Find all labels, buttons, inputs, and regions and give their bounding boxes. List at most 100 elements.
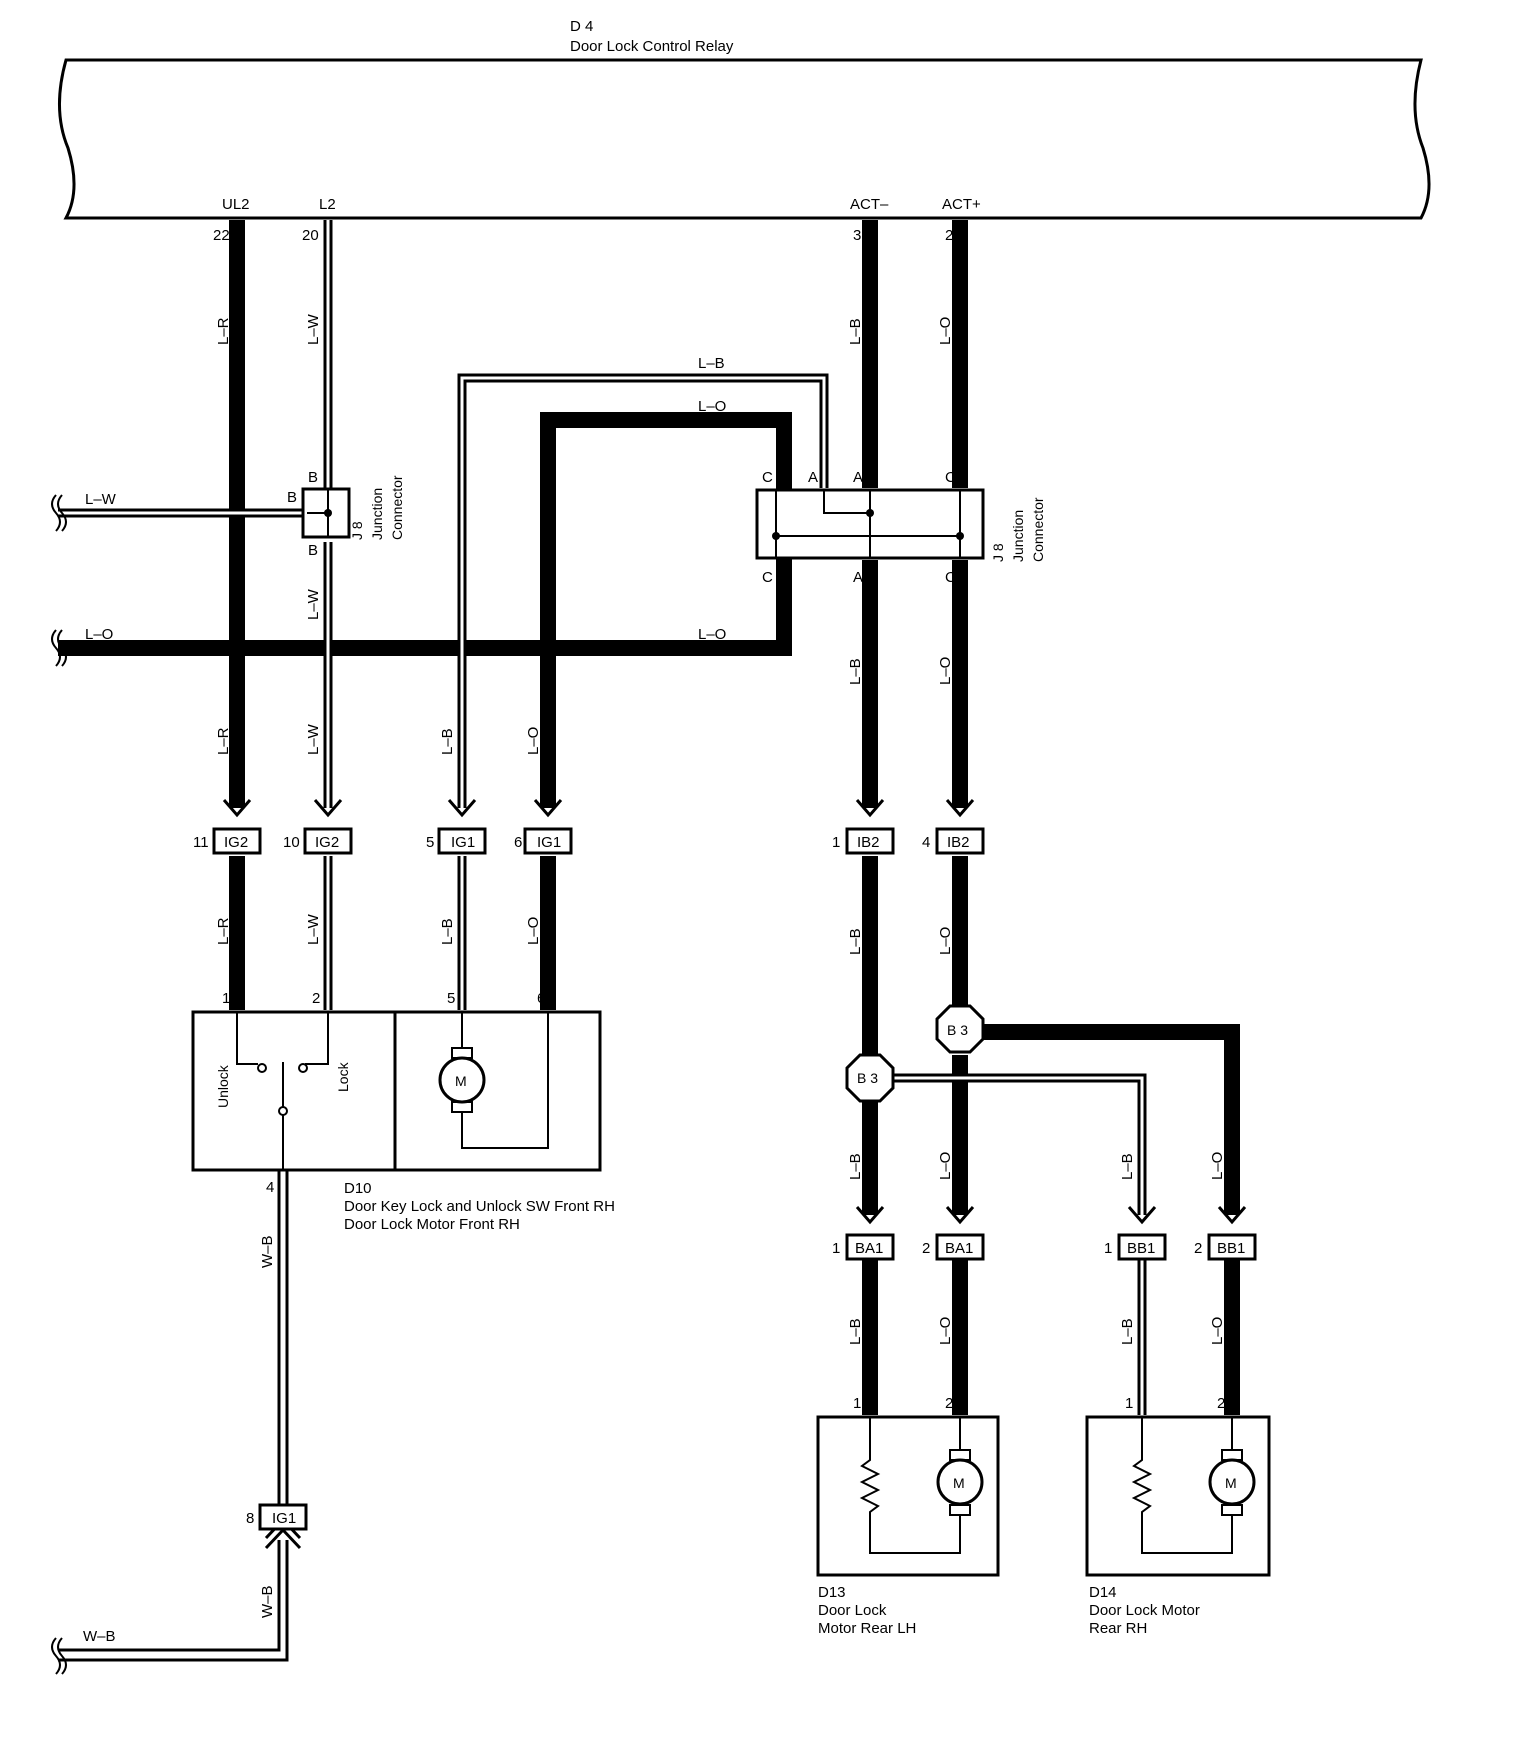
jr-pin-a1: A xyxy=(808,469,818,486)
connector-ig1-6-label: IG1 xyxy=(537,834,561,851)
connector-ba1-2: BA1 2 xyxy=(922,1233,985,1261)
d13-pin-1: 1 xyxy=(853,1395,861,1412)
pin-num-20: 20 xyxy=(302,227,319,244)
jl-label-2: Junction xyxy=(369,488,385,540)
d13-id: D13 xyxy=(818,1584,846,1601)
wire-label-lr-3: L–R xyxy=(215,727,232,755)
d10-lock-label: Lock xyxy=(335,1061,351,1092)
wire-label-lo-8: L–O xyxy=(937,1317,954,1345)
jr-label-2: Junction xyxy=(1010,510,1026,562)
connector-ib2-1-num: 1 xyxy=(832,834,840,851)
connector-bb1-2: BB1 2 xyxy=(1194,1233,1257,1261)
jl-pin-b-top: B xyxy=(308,469,318,486)
connector-ib2-4-label: IB2 xyxy=(947,834,970,851)
connector-ba1-1-num: 1 xyxy=(832,1240,840,1257)
connector-ba1-2-num: 2 xyxy=(922,1240,930,1257)
connector-bb1-2-label: BB1 xyxy=(1217,1240,1245,1257)
splice-b3-upper: B 3 xyxy=(935,1004,985,1054)
relay-name: Door Lock Control Relay xyxy=(570,38,734,55)
connector-ig2-10-num: 10 xyxy=(283,834,300,851)
connector-ig2-11-label: IG2 xyxy=(224,834,248,851)
d13-pin-2: 2 xyxy=(945,1395,953,1412)
component-d13: 1 2 M D13 Door Lock Motor Rear LH xyxy=(816,1395,1000,1637)
d10-pin-6: 6 xyxy=(537,990,545,1007)
wire-label-lb-8: L–B xyxy=(847,1318,864,1345)
d14-resistor-icon xyxy=(1131,1417,1233,1554)
wire-label-lb-6: L–B xyxy=(847,1153,864,1180)
wire-label-lw-4: L–W xyxy=(305,913,322,945)
connector-ba1-1: BA1 1 xyxy=(832,1233,895,1261)
wire-label-lo-9: L–O xyxy=(1209,1317,1226,1345)
wire-label-lo-3: L–O xyxy=(525,727,542,755)
d10-motor-icon xyxy=(438,1056,486,1104)
connector-ib2-1: IB2 1 xyxy=(832,827,895,855)
wire-label-lb-5: L–B xyxy=(847,928,864,955)
wire-label-lo-top: L–O xyxy=(698,398,726,415)
wire-label-lo-bus: L–O xyxy=(698,626,726,643)
wire-label-lo-4: L–O xyxy=(525,917,542,945)
pin-num-3: 3 xyxy=(853,227,861,244)
d10-unlock-label: Unlock xyxy=(215,1064,231,1108)
junction-connector-right: C A A C C A C J 8 Junction Connector xyxy=(755,469,1046,586)
wire-break-marks xyxy=(51,494,67,1675)
jr-pin-c3: C xyxy=(762,569,773,586)
wire-wb xyxy=(58,1170,302,1662)
wire-label-lo-6: L–O xyxy=(937,1152,954,1180)
d10-pin-4: 4 xyxy=(266,1179,274,1196)
d10-line2: Door Lock Motor Front RH xyxy=(344,1216,520,1233)
splice-b3-upper-label: B 3 xyxy=(947,1022,968,1038)
connector-ib2-4-num: 4 xyxy=(922,834,930,851)
pin-name-l2: L2 xyxy=(319,196,336,213)
pin-name-act-plus: ACT+ xyxy=(942,196,981,213)
wire-label-lr-4: L–R xyxy=(215,917,232,945)
connector-ig1-8-label: IG1 xyxy=(272,1510,296,1527)
jr-label-1: J 8 xyxy=(990,543,1006,562)
d13-motor-icon xyxy=(936,1458,984,1506)
wire-label-lr-1: L–R xyxy=(215,317,232,345)
wire-label-lb-3: L–B xyxy=(439,728,456,755)
connector-bb1-1: BB1 1 xyxy=(1104,1233,1167,1261)
splice-b3-lower: B 3 xyxy=(845,1053,895,1103)
jl-label-3: Connector xyxy=(389,475,405,540)
component-d10: 1 2 5 6 4 Unlock Lock M D10 Door Key Loc… xyxy=(191,990,615,1233)
d14-line2: Rear RH xyxy=(1089,1620,1147,1637)
connector-bb1-1-num: 1 xyxy=(1104,1240,1112,1257)
d14-id: D14 xyxy=(1089,1584,1117,1601)
jr-label-3: Connector xyxy=(1030,497,1046,562)
connector-ib2-4: IB2 4 xyxy=(922,827,985,855)
wire-label-lw-1: L–W xyxy=(305,313,322,345)
arrowheads xyxy=(222,799,1247,1225)
d14-pin-1: 1 xyxy=(1125,1395,1133,1412)
d14-pin-2: 2 xyxy=(1217,1395,1225,1412)
connector-ig1-8: IG1 8 xyxy=(246,1503,308,1531)
jr-pin-a2: A xyxy=(853,469,863,486)
jl-pin-b-bottom: B xyxy=(308,542,318,559)
wire-label-wb-in: W–B xyxy=(83,1628,116,1645)
relay-id: D 4 xyxy=(570,18,593,35)
junction-connector-left: B B B J 8 Junction Connector xyxy=(287,469,405,559)
component-d14: 1 2 M D14 Door Lock Motor Rear RH xyxy=(1085,1395,1271,1637)
connector-tags: IG2 11 IG2 10 IG1 5 IG1 6 IB2 1 IB2 4 xyxy=(193,827,1257,1531)
d14-motor-label: M xyxy=(1225,1475,1237,1491)
connector-ba1-2-label: BA1 xyxy=(945,1240,973,1257)
relay-d4: D 4 Door Lock Control Relay xyxy=(58,18,1431,220)
wire-label-wb-2: W–B xyxy=(259,1585,276,1618)
d13-motor-label: M xyxy=(953,1475,965,1491)
d10-pin-5: 5 xyxy=(447,990,455,1007)
jl-label-1: J 8 xyxy=(349,521,365,540)
wire-label-lo-2: L–O xyxy=(937,657,954,685)
wire-label-lb-4: L–B xyxy=(439,918,456,945)
d13-line1: Door Lock xyxy=(818,1602,887,1619)
splice-b3-lower-label: B 3 xyxy=(857,1070,878,1086)
jr-pin-c4: C xyxy=(945,569,956,586)
connector-ig1-5-label: IG1 xyxy=(451,834,475,851)
wire-labels: L–W L–O L–B L–O L–O W–B L–R L–W L–B L–O … xyxy=(83,313,1226,1645)
connector-ig2-11-num: 11 xyxy=(193,834,209,851)
wire-label-lo-1: L–O xyxy=(937,317,954,345)
wire-label-lo-7: L–O xyxy=(1209,1152,1226,1180)
wire-label-lb-7: L–B xyxy=(1119,1153,1136,1180)
wire-label-lw-2: L–W xyxy=(305,588,322,620)
connector-bb1-2-num: 2 xyxy=(1194,1240,1202,1257)
connector-ig2-10: IG2 10 xyxy=(283,827,353,855)
